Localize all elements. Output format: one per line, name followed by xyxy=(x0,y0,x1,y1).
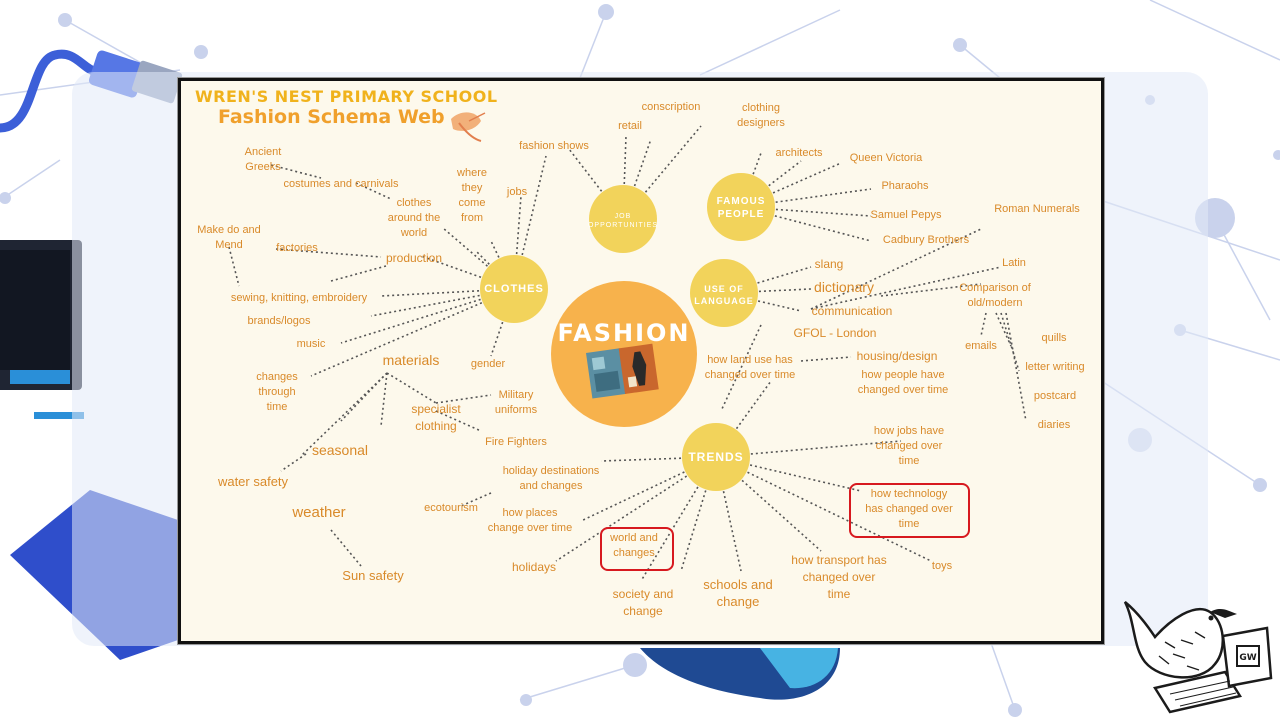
label-brands-logos: brands/logos xyxy=(247,315,311,327)
hub-trends-circle xyxy=(682,423,750,491)
label-make-do-mend: Make do and Mend xyxy=(197,224,261,251)
hub-clothes: CLOTHES xyxy=(484,283,544,295)
web-subtitle: Fashion Schema Web xyxy=(218,106,445,128)
label-specialist-clothing: specialist clothing xyxy=(411,402,461,433)
hub-use-of-language: USE OF LANGUAGE xyxy=(694,284,754,306)
label-ecotourism: ecotourism xyxy=(424,502,478,514)
label-holidays: holidays xyxy=(511,560,557,574)
label-comparison-old-modern: Comparison of old/modern xyxy=(959,282,1031,309)
label-changes-through-time: changes through time xyxy=(256,371,298,413)
label-pharaohs: Pharaohs xyxy=(881,180,929,192)
label-fire-fighters: Fire Fighters xyxy=(485,436,547,448)
label-letter-writing: letter writing xyxy=(1025,361,1085,373)
highlight-technology xyxy=(849,483,970,538)
label-production: production xyxy=(385,251,443,265)
hub-famous-people: FAMOUS PEOPLE xyxy=(716,196,766,220)
label-costumes-carnivals: costumes and carnivals xyxy=(283,178,399,190)
hub-famous-circle xyxy=(707,173,775,241)
label-sun-safety: Sun safety xyxy=(342,568,404,583)
label-latin: Latin xyxy=(1002,257,1026,269)
label-technology-changed: how technology has changed over time xyxy=(865,488,953,530)
hub-trends: TRENDS xyxy=(688,450,744,464)
label-materials: materials xyxy=(382,352,440,368)
label-where-from: where they come from xyxy=(457,167,487,224)
label-transport-changed: how transport has changed over time xyxy=(791,553,887,601)
wren-bird-icon xyxy=(451,112,486,142)
label-retail: retail xyxy=(618,120,642,132)
label-schools-change: schools and change xyxy=(703,577,773,609)
label-architects: architects xyxy=(775,147,823,159)
label-society-change: society and change xyxy=(612,587,674,618)
fashion-schema-web: WREN'S NEST PRIMARY SCHOOL Fashion Schem… xyxy=(178,78,1104,644)
label-people-changed: how people have changed over time xyxy=(857,369,949,396)
label-queen-victoria: Queen Victoria xyxy=(849,152,923,164)
label-emails: emails xyxy=(965,340,997,352)
label-quills: quills xyxy=(1041,332,1067,344)
center-fashion-title: FASHION xyxy=(557,319,691,347)
label-toys: toys xyxy=(931,560,953,572)
label-water-safety: water safety xyxy=(217,474,289,489)
hub-jobs-circle xyxy=(589,185,657,253)
label-diaries: diaries xyxy=(1037,419,1071,431)
label-factories: factories xyxy=(276,242,318,254)
hub-language-circle xyxy=(690,259,758,327)
label-clothing-designers: clothing designers xyxy=(737,102,785,129)
label-land-use: how land use has changed over time xyxy=(704,354,796,381)
label-gender: gender xyxy=(470,358,506,370)
label-conscription: conscription xyxy=(641,101,701,113)
label-places-change: how places change over time xyxy=(487,507,573,534)
label-clothes-around-world: clothes around the world xyxy=(387,197,441,239)
label-dictionary: dictionary xyxy=(814,279,874,295)
label-postcard: postcard xyxy=(1033,390,1077,402)
label-communication: communication xyxy=(811,304,893,318)
label-jobs: jobs xyxy=(506,186,528,198)
label-fashion-shows: fashion shows xyxy=(519,140,589,152)
connector-lines xyxy=(228,112,1027,582)
label-music: music xyxy=(296,338,326,350)
label-holiday-destinations: holiday destinations and changes xyxy=(502,465,600,492)
school-title: WREN'S NEST PRIMARY SCHOOL xyxy=(195,87,498,106)
fashion-magazine-icon xyxy=(586,343,659,399)
label-cadbury-brothers: Cadbury Brothers xyxy=(882,234,970,246)
label-ancient-greeks: Ancient Greeks xyxy=(244,146,282,173)
label-seasonal: seasonal xyxy=(311,442,369,458)
highlight-world-changes xyxy=(600,527,674,571)
wren-laptop-mascot-icon: GW xyxy=(1123,601,1273,714)
label-sewing: sewing, knitting, embroidery xyxy=(230,292,368,304)
label-samuel-pepys: Samuel Pepys xyxy=(870,209,942,221)
label-gfol-london: GFOL - London xyxy=(793,326,877,340)
label-housing-design: housing/design xyxy=(856,349,938,363)
hub-job-opportunities: JOB OPPORTUNITIES xyxy=(587,213,659,229)
label-roman-numerals: Roman Numerals xyxy=(994,203,1080,215)
mascot-badge: GW xyxy=(1239,653,1256,663)
label-slang: slang xyxy=(814,257,844,271)
label-military-uniforms: Military uniforms xyxy=(494,389,538,416)
label-world-changes: world and changes xyxy=(610,532,658,559)
hub-clothes-circle xyxy=(480,255,548,323)
label-weather: weather xyxy=(292,504,346,521)
label-jobs-changed: how jobs have changed over time xyxy=(873,425,945,467)
